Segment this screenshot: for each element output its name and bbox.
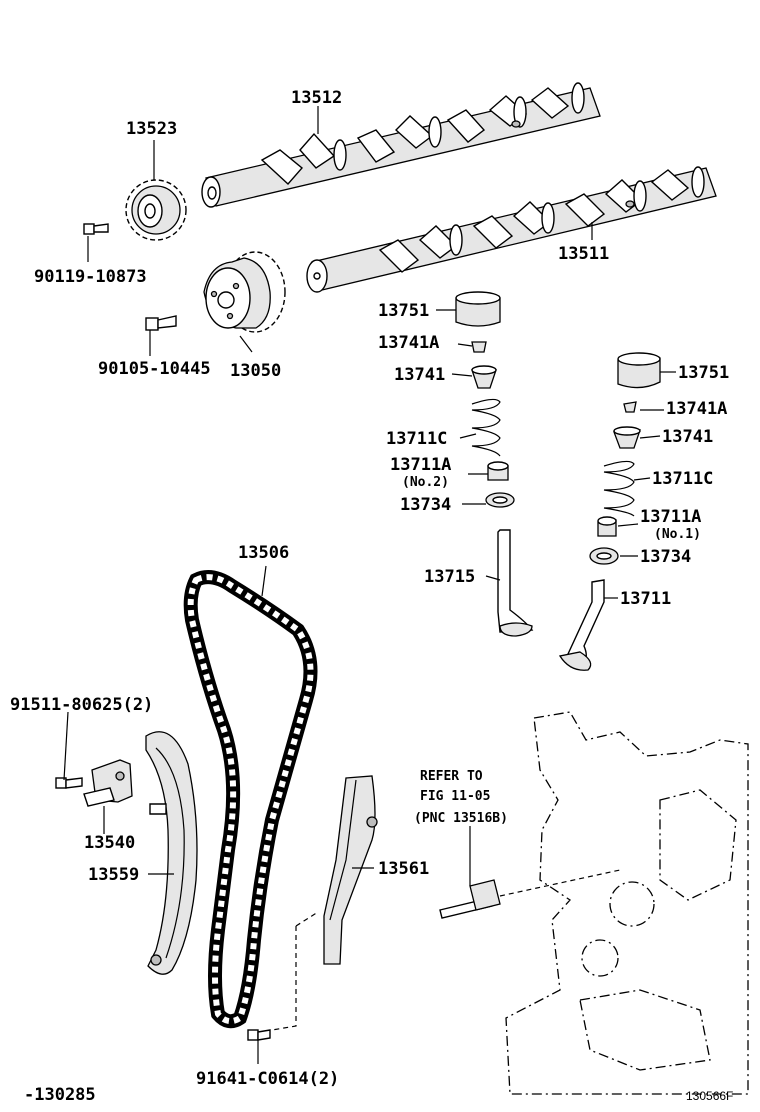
label-13741a-left: 13741A [378,333,439,353]
label-no2: (No.2) [402,475,449,490]
label-13523: 13523 [126,119,177,139]
chain-tensioner [55,759,133,807]
label-90119-10873: 90119-10873 [34,267,147,287]
label-91641-c0614: 91641-C0614(2) [196,1069,339,1089]
label-13711a-right: 13711A [640,507,701,527]
refer-line-2: FIG 11-05 [420,789,490,804]
refer-line-1: REFER TO [420,769,483,784]
label-13741-left: 13741 [394,365,445,385]
label-13711a-left: 13711A [390,455,451,475]
footer-left-code: -130285 [24,1085,96,1105]
label-13559: 13559 [88,865,139,885]
label-13511: 13511 [558,244,609,264]
label-13512: 13512 [291,88,342,108]
sprocket-bolt [83,223,109,235]
label-13734-left: 13734 [400,495,451,515]
label-13711c-right: 13711C [652,469,713,489]
camshaft-intake [306,166,717,293]
label-13751-right: 13751 [678,363,729,383]
timing-chain [183,570,318,1029]
label-13561: 13561 [378,859,429,879]
label-13734-right: 13734 [640,547,691,567]
camshaft-exhaust [201,82,601,208]
label-13715: 13715 [424,567,475,587]
label-90105-10445: 90105-10445 [98,359,211,379]
label-13711: 13711 [620,589,671,609]
valvetrain-left [455,291,534,637]
leader-lines [63,106,676,1064]
valvetrain-right [558,352,661,671]
chain-damper [247,775,378,1041]
footer-right-code: 130566F [686,1089,733,1103]
label-no1: (No.1) [654,527,701,542]
label-13741-right: 13741 [662,427,713,447]
engine-block-outline [505,711,749,1095]
label-13540: 13540 [84,833,135,853]
label-91511-80625: 91511-80625(2) [10,695,153,715]
cam-sprocket [125,179,187,241]
label-13741a-right: 13741A [666,399,727,419]
vvt-gear [203,251,286,333]
label-13050: 13050 [230,361,281,381]
oil-jet-bolt [439,869,621,919]
label-13506: 13506 [238,543,289,563]
vvt-bolt [145,315,177,331]
chain-slipper [145,731,198,975]
refer-line-3: (PNC 13516B) [414,811,508,826]
label-13711c-left: 13711C [386,429,447,449]
label-13751-left: 13751 [378,301,429,321]
